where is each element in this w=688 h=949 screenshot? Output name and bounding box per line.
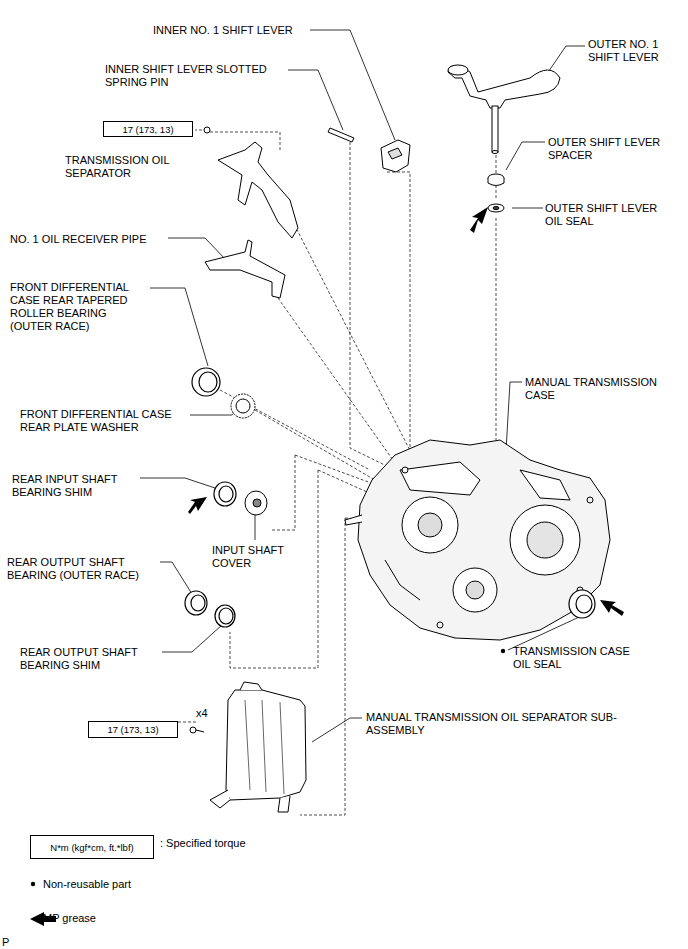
legend-text: Non-reusable part [43, 878, 131, 891]
leader-lines [140, 30, 590, 742]
part-name: MANUAL TRANSMISSION OIL SEPARATOR SUB-AS… [366, 711, 646, 737]
torque-box: 17 (173, 13) [88, 721, 178, 738]
torque-text: 17 (173, 13) [107, 724, 158, 735]
input-shaft-shim [214, 482, 236, 506]
torque-box: 17 (173, 13) [103, 121, 193, 137]
part-name: TRANSMISSION CASE OIL SEAL [513, 645, 638, 671]
transmission-case [345, 440, 610, 640]
oil-separator-bolt [204, 127, 210, 133]
part-name: OUTER NO. 1 SHIFT LEVER [588, 38, 680, 64]
oil-separator-sub-assembly [210, 682, 306, 812]
callout-text: x4 [196, 707, 226, 720]
slotted-spring-pin [328, 128, 354, 142]
torque-box: N*m (kgf*cm, ft.*lbf) [30, 835, 154, 859]
part-name: FRONT DIFFERENTIAL CASE REAR TAPERED ROL… [10, 281, 150, 333]
torque-text: N*m (kgf*cm, ft.*lbf) [50, 842, 133, 853]
part-name: NO. 1 OIL RECEIVER PIPE [10, 233, 180, 246]
inner-shift-lever [381, 140, 410, 172]
output-shaft-shim [215, 605, 235, 627]
input-shaft-cover [245, 491, 267, 515]
plate-washer [231, 394, 255, 418]
outer-shift-lever-oil-seal [488, 204, 504, 212]
bolt [190, 727, 204, 733]
legend-text: MP grease [43, 912, 96, 925]
part-name: REAR OUTPUT SHAFT BEARING SHIM [20, 646, 160, 672]
part-name: OUTER SHIFT LEVER SPACER [548, 136, 678, 162]
oil-receiver-pipe [205, 240, 285, 298]
output-shaft-bearing [185, 591, 207, 615]
outer-shift-lever [448, 65, 560, 154]
torque-text: 17 (173, 13) [122, 124, 173, 135]
part-name: REAR OUTPUT SHAFT BEARING (OUTER RACE) [7, 556, 177, 582]
part-name: INNER SHIFT LEVER SLOTTED SPRING PIN [105, 63, 285, 89]
part-name: REAR INPUT SHAFT BEARING SHIM [12, 473, 142, 499]
part-name: FRONT DIFFERENTIAL CASE REAR PLATE WASHE… [20, 408, 190, 434]
tapered-roller-bearing [192, 368, 220, 396]
legend-text: : Specified torque [160, 837, 246, 850]
part-name: INNER NO. 1 SHIFT LEVER [153, 24, 353, 37]
transmission-case-oil-seal [569, 590, 595, 618]
part-name: TRANSMISSION OIL SEPARATOR [65, 154, 195, 180]
part-name: INPUT SHAFT COVER [212, 544, 292, 570]
outer-shift-lever-spacer [488, 174, 504, 186]
callout-text: P [2, 936, 22, 949]
transmission-oil-separator [218, 142, 298, 238]
part-name: MANUAL TRANSMISSION CASE [525, 376, 665, 402]
part-name: OUTER SHIFT LEVER OIL SEAL [545, 202, 675, 228]
non-reusable-dot [31, 649, 505, 886]
